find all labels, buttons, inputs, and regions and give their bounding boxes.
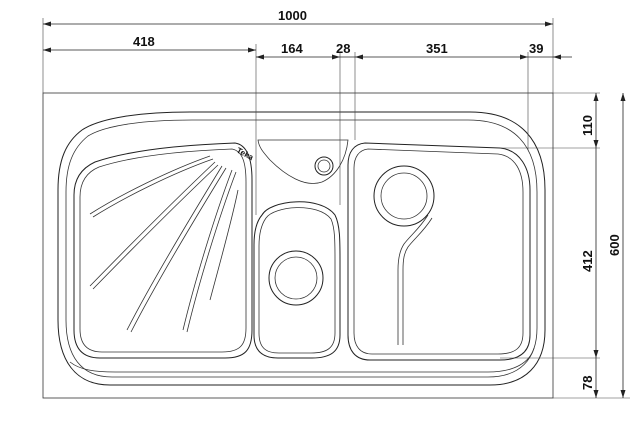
small-bowl-drain	[268, 250, 324, 306]
arrow-1000-l	[43, 21, 51, 27]
arrow-600-b	[620, 390, 626, 398]
countertop-outline	[42, 92, 554, 399]
main-bowl-inner	[353, 148, 524, 355]
dim-164-label: 164	[281, 41, 303, 56]
main-bowl-drain-inner	[380, 172, 428, 220]
overflow-channel	[397, 214, 429, 345]
drainer-area	[73, 142, 253, 359]
arrow-351-r	[520, 54, 528, 60]
dim-1000-label: 1000	[278, 8, 307, 23]
arrow-600-t	[620, 93, 626, 101]
drainer-area-inner	[79, 148, 247, 353]
dim-110-label: 110	[580, 115, 595, 136]
brand-logo: Teka	[235, 146, 255, 162]
main-bowl-outline	[347, 142, 531, 361]
arrow-78-b	[593, 390, 599, 398]
arrow-164-r	[332, 54, 340, 60]
sink-rim-line	[69, 347, 535, 373]
tap-plate	[257, 139, 349, 184]
arrow-110-b	[593, 140, 599, 148]
arrow-164-l	[256, 54, 264, 60]
sink-outer-edge	[57, 111, 546, 386]
tap-hole	[314, 156, 334, 176]
overflow-channel-edge	[402, 217, 433, 345]
arrow-418-l	[43, 47, 51, 53]
main-bowl-drain	[373, 165, 435, 227]
arrow-418-r	[248, 47, 256, 53]
dim-28-label: 28	[336, 41, 350, 56]
arrow-1000-r	[545, 21, 553, 27]
small-bowl-outline	[253, 201, 341, 359]
sink-inner-edge	[65, 119, 538, 378]
arrow-110-t	[593, 93, 599, 101]
arrow-39-r	[553, 54, 561, 60]
dim-351-label: 351	[426, 41, 448, 56]
tap-hole-inner	[317, 159, 331, 173]
arrow-412-b	[593, 350, 599, 358]
dim-412-label: 412	[580, 250, 595, 272]
dim-39-label: 39	[529, 41, 543, 56]
small-bowl-drain-inner	[274, 256, 318, 300]
dim-78-label: 78	[580, 376, 595, 390]
drainer-grooves	[89, 155, 239, 333]
arrow-28-r	[355, 54, 363, 60]
dim-418-label: 418	[133, 34, 155, 49]
small-bowl-inner	[258, 207, 336, 354]
dim-600-label: 600	[607, 234, 622, 256]
